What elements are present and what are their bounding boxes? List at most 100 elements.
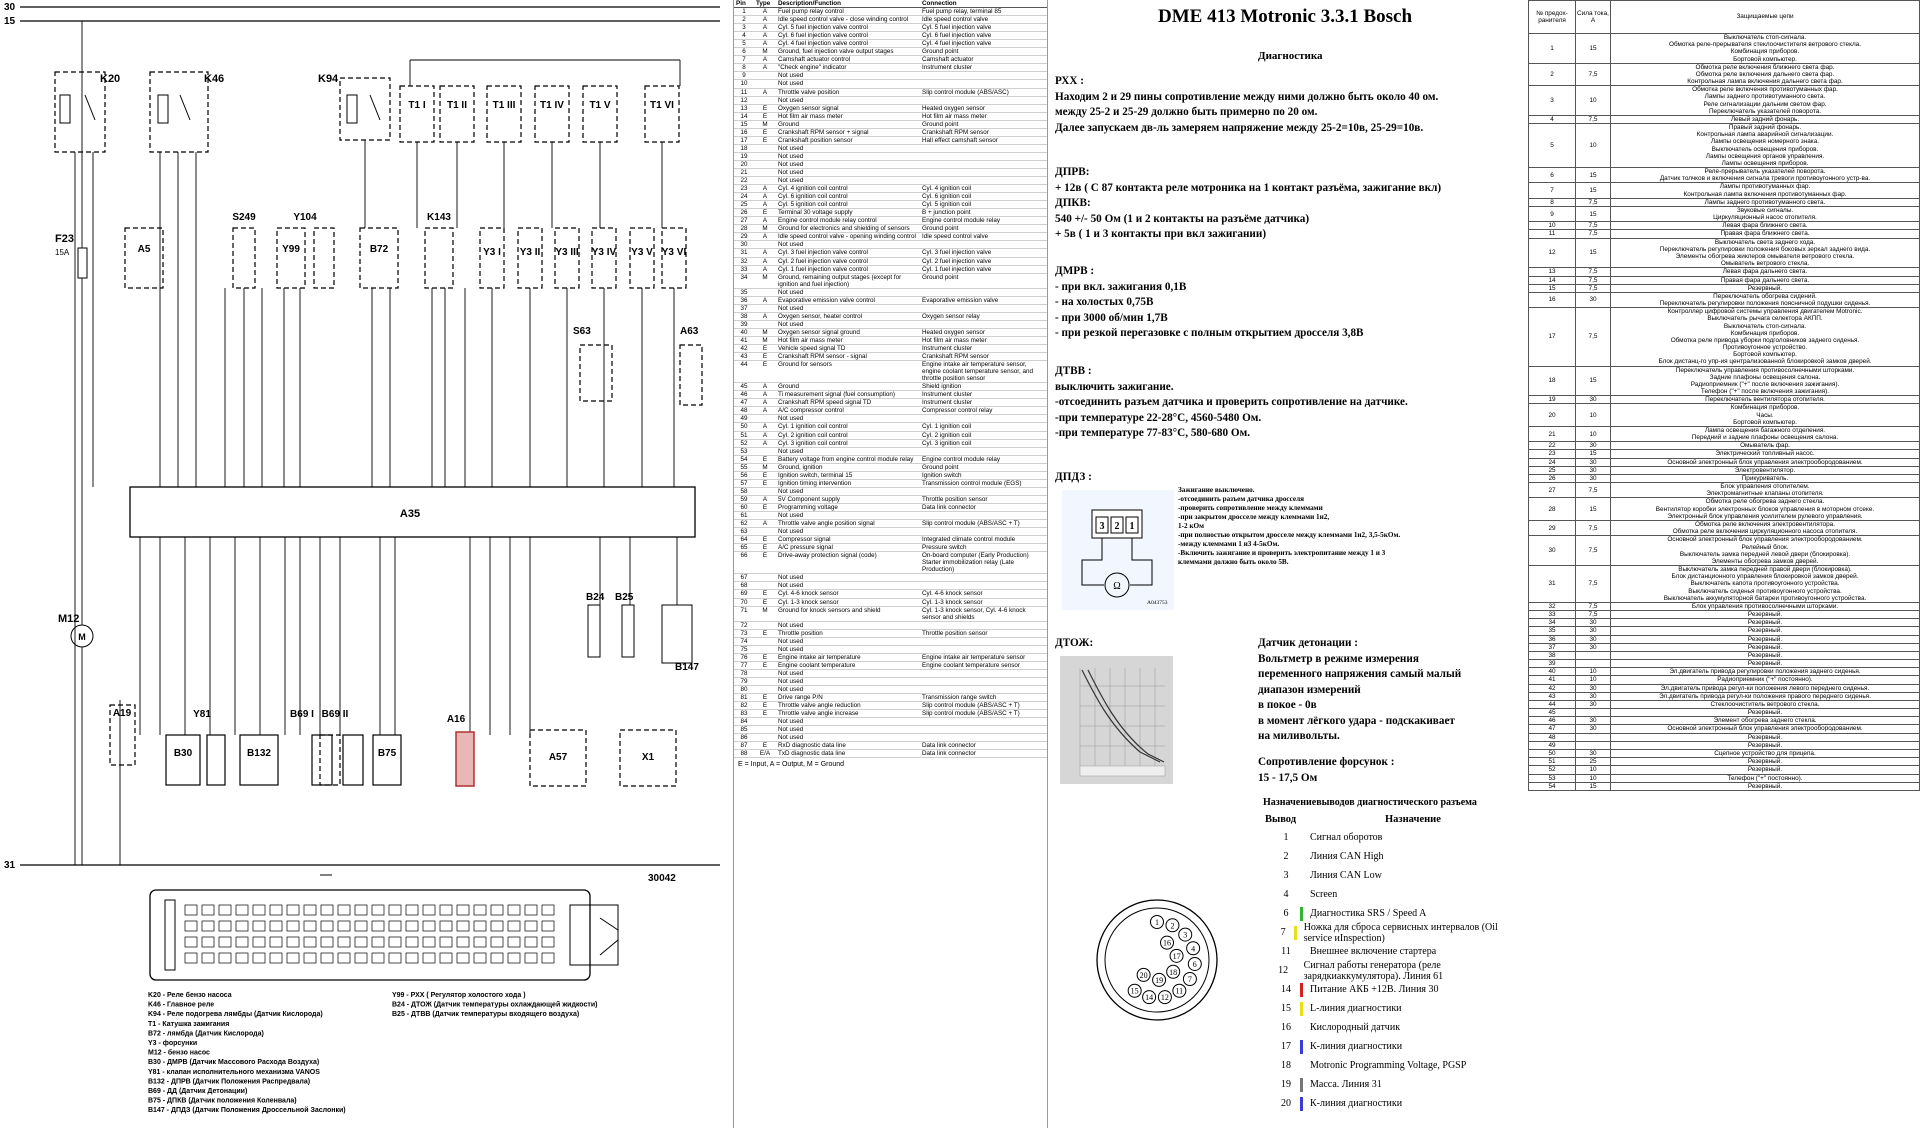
fuse-circuits-cell: Резервный.	[1610, 781, 1920, 791]
fuse-circuit-line: Выключатель света заднего хода.	[1714, 238, 1816, 246]
pin-type-cell: A	[754, 422, 776, 432]
pin-pin-cell: 17	[734, 136, 754, 145]
dtvv-line: ДТВВ :	[1055, 365, 1092, 377]
connector-pin-description: К-линия диагностики	[1310, 1041, 1403, 1052]
round-connector-pin	[1166, 964, 1181, 979]
connector-pin-description: Сигнал работы генератора (реле зарядкиак…	[1303, 959, 1444, 982]
description-col-header: Description/Function	[776, 0, 920, 9]
connector-pin-number: 1	[1283, 832, 1289, 843]
pin-connection-cell: Ground point	[920, 224, 1047, 234]
fuse-amperage-cell: 30	[1575, 691, 1611, 701]
fuse-circuits-cell: Резервный.	[1610, 732, 1920, 742]
pin-type-cell: M	[754, 328, 776, 337]
fuse-number-cell: 42	[1528, 683, 1576, 693]
fuse-number-cell: 52	[1528, 765, 1576, 775]
fuse-circuit-line: Контроллер цифровой системы управления д…	[1667, 308, 1863, 316]
pin-type-cell: M	[754, 336, 776, 346]
fuse-circuit-line: Обмотка реле включения ближнего света фа…	[1695, 63, 1835, 71]
fuse-circuits-cell: Эл.двигатель привода регул-ки положения …	[1610, 683, 1920, 693]
pin-pin-cell: 14	[734, 112, 754, 121]
pin-type-cell: E	[754, 551, 776, 575]
fuse-amperage-cell: 15	[1575, 237, 1611, 269]
pin-connection-cell: Cyl. 6 ignition coil	[920, 192, 1047, 202]
fuse-amperage-cell: 15	[1575, 449, 1611, 459]
pin-connection-cell: Ground point	[920, 273, 1047, 289]
fuse-number-cell: 11	[1528, 229, 1576, 239]
connector-pin-description: Кислородный датчик	[1310, 1022, 1401, 1033]
fuse-circuit-line: Основной электронный блок управления эле…	[1667, 536, 1863, 544]
pin-pin-cell: 4	[734, 31, 754, 41]
fuse-number-cell: 49	[1528, 740, 1576, 750]
pin-description-cell: Not used	[776, 669, 920, 678]
pin-pin-cell: 51	[734, 431, 754, 440]
fuse-table: № предох-ранителя Сила тока, А Защищаемы…	[1528, 0, 1920, 1128]
round-connector-pin	[1182, 972, 1197, 986]
pin-pin-cell: 42	[734, 344, 754, 354]
comp-a5-label: A5	[138, 244, 151, 255]
pin-pin-cell: 63	[734, 527, 754, 537]
fuse-circuits-cell: Сцепное устройство для прицепа.	[1610, 748, 1920, 759]
pin-connection-cell	[920, 717, 1047, 727]
pin-type-cell: A	[754, 257, 776, 266]
pin-description-cell: Ground for knock sensors and shield	[776, 606, 920, 622]
pin-type-cell: E	[754, 360, 776, 384]
pin-connection-cell	[920, 96, 1047, 105]
pin-description-cell: Cyl. 5 ignition coil control	[776, 200, 920, 210]
coolant-sensor-graph	[1060, 656, 1173, 784]
legend-left-line: T1 - Катушка зажигания	[148, 1021, 229, 1028]
pin-type-cell: E	[754, 455, 776, 464]
fuse-number-cell: 16	[1528, 291, 1576, 309]
fuse-circuit-line: Противоугонное устройство.	[1722, 344, 1808, 352]
comp-b132-label: B132	[247, 748, 271, 759]
fuse-circuit-line: Резервный.	[1747, 660, 1783, 668]
pin-type-cell: A	[754, 439, 776, 448]
fuse-table-header: № предох-ранителя Сила тока, А Защищаемы…	[1528, 0, 1920, 34]
pin-connection-cell: Slip control module (ABS/ASC + T)	[920, 709, 1047, 719]
pin-type-cell	[754, 645, 776, 654]
pin-type-cell: A	[754, 406, 776, 416]
pin-connection-cell: Data link connector	[920, 741, 1047, 751]
fuse-circuit-line: Комбинация приборов.	[1730, 404, 1800, 412]
fuse-number-cell: 29	[1528, 519, 1576, 537]
pin-connection-cell: Cyl. 4-6 knock sensor	[920, 589, 1047, 599]
fuse-circuit-line: Переключатель управления противосолнечны…	[1675, 366, 1855, 374]
fuse-number-cell: 21	[1528, 425, 1576, 443]
pin-connection-cell: Cyl. 1-3 knock sensor, Cyl. 4-6 knock se…	[920, 606, 1047, 622]
tps-figure-code: A043753	[1147, 600, 1168, 606]
pin-connection-cell: Crankshaft RPM sensor	[920, 352, 1047, 362]
pin-type-cell: E	[754, 104, 776, 113]
pin-description-cell: Cyl. 6 fuel injection valve control	[776, 31, 920, 41]
fuse-amperage-cell: 10	[1575, 85, 1611, 116]
pin-connection-cell: Transmission range switch	[920, 693, 1047, 703]
round-connector-pin	[1172, 983, 1187, 998]
fuse-circuit-line: Электромагнитные клапаны отопителя.	[1706, 490, 1824, 498]
pin-connection-cell: Cyl. 3 ignition coil	[920, 439, 1047, 448]
fuse-circuit-line: Выключатель капота противоугонного устро…	[1690, 580, 1840, 588]
pin-pin-cell: 10	[734, 79, 754, 89]
pin-pin-cell: 52	[734, 439, 754, 448]
fuse-amperage-cell: 30	[1575, 457, 1611, 467]
pin-description-cell: Ground, ignition	[776, 463, 920, 472]
pin-description-cell: Not used	[776, 288, 920, 297]
fuse-amperage-cell: 10	[1575, 403, 1611, 427]
pin-description-cell: Throttle valve position	[776, 88, 920, 97]
fuse-circuit-line: Контрольная лампа включения противотуман…	[1683, 190, 1847, 198]
pin-description-cell: Not used	[776, 152, 920, 161]
pin-pin-cell: 13	[734, 104, 754, 113]
fuse-amperage-cell: 30	[1575, 716, 1611, 726]
fuse-circuits-cell: Выключатель стоп-сигнала.Обмотка реле-пр…	[1610, 33, 1920, 64]
injector-section: Сопротивление форсунок :15 - 17,5 Ом	[1258, 755, 1395, 786]
fuse-number-cell: 15	[1528, 283, 1576, 293]
